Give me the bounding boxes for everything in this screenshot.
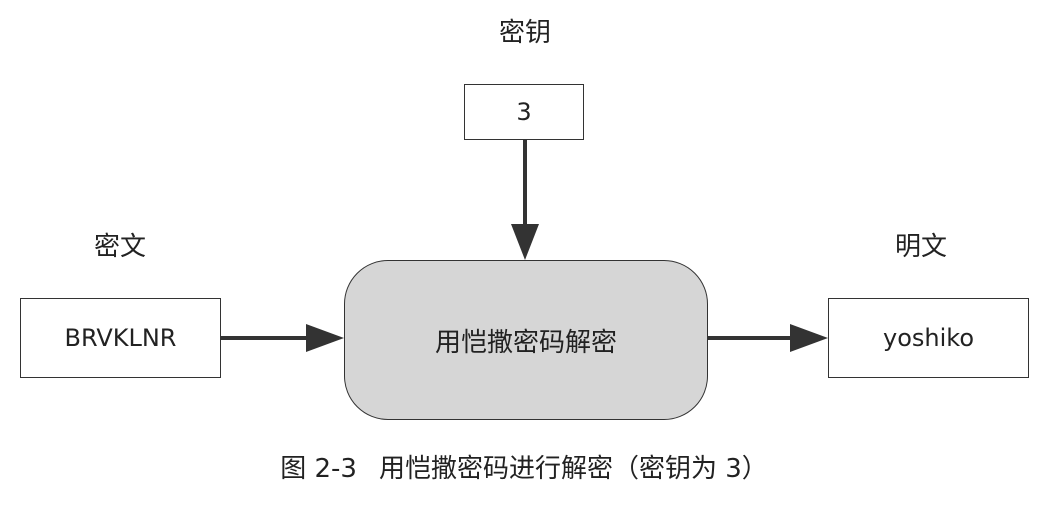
plaintext-box: yoshiko: [828, 298, 1029, 378]
figure-number: 图 2-3: [280, 454, 357, 484]
arrow-process-to-plaintext: [708, 324, 828, 352]
arrow-key-to-process: [511, 140, 539, 260]
ciphertext-label: 密文: [94, 232, 147, 262]
arrow-ciphertext-to-process: [221, 324, 344, 352]
key-box: 3: [464, 84, 584, 140]
ciphertext-box: BRVKLNR: [20, 298, 221, 378]
figure-caption-text: 用恺撒密码进行解密（密钥为 3）: [378, 454, 768, 484]
caesar-decrypt-process: 用恺撒密码解密: [344, 260, 708, 420]
key-label: 密钥: [499, 18, 552, 48]
plaintext-label: 明文: [895, 232, 948, 262]
figure-caption: 图 2-3 用恺撒密码进行解密（密钥为 3）: [0, 452, 1048, 486]
